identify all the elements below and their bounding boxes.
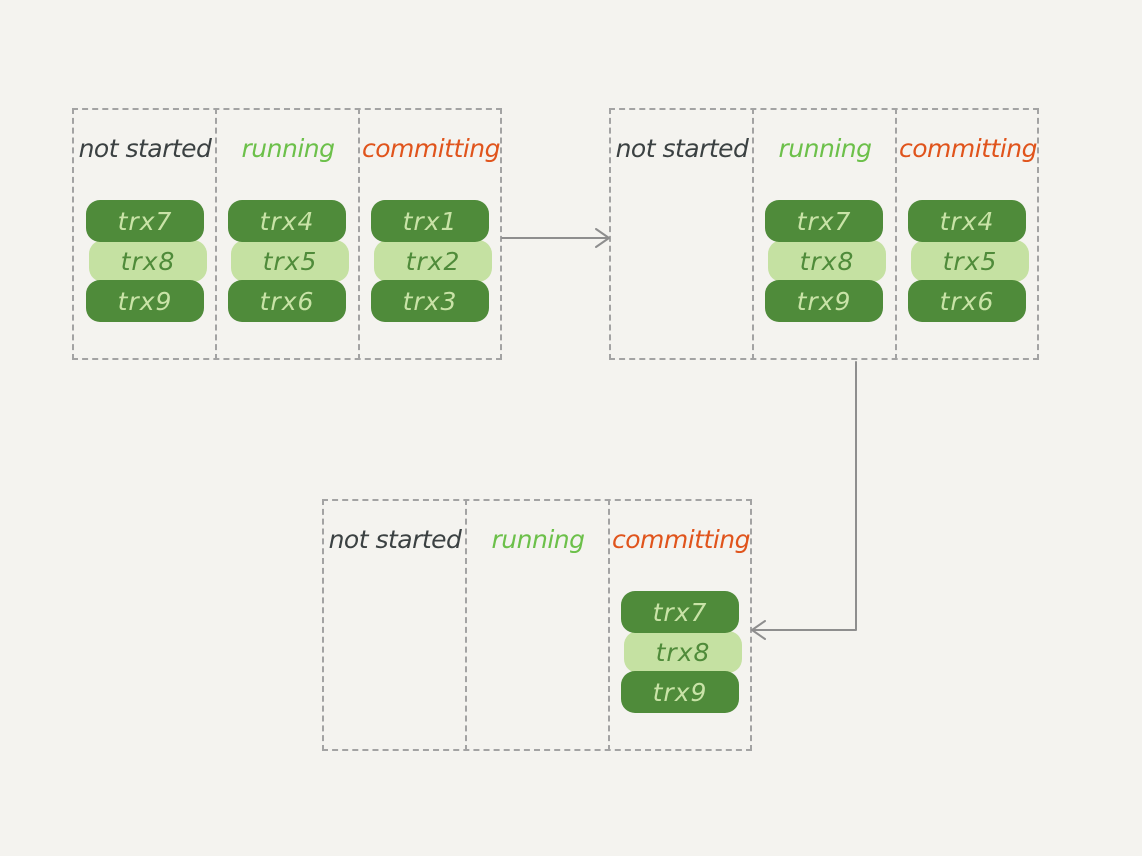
trx-block: trx5 xyxy=(911,240,1029,282)
trx-block: trx4 xyxy=(228,200,346,242)
column-divider xyxy=(215,108,217,360)
trx-block: trx8 xyxy=(624,631,742,673)
running-label: running xyxy=(778,134,872,163)
column-divider xyxy=(895,108,897,360)
trx-block: trx8 xyxy=(768,240,886,282)
not-started-label: not started xyxy=(328,525,462,554)
trx-block: trx9 xyxy=(86,280,204,322)
state-1-frame xyxy=(72,108,502,360)
trx-block: trx7 xyxy=(86,200,204,242)
committing-label: committing xyxy=(362,134,500,163)
running-label: running xyxy=(241,134,335,163)
trx-block: trx4 xyxy=(908,200,1026,242)
running-stack: trx4 trx5 trx6 xyxy=(228,200,349,322)
column-divider xyxy=(358,108,360,360)
trx-block: trx6 xyxy=(908,280,1026,322)
state-1-group: not started running committing trx7 trx8… xyxy=(72,108,502,360)
state-2-frame xyxy=(609,108,1039,360)
column-divider xyxy=(608,499,610,751)
committing-stack: trx4 trx5 trx6 xyxy=(908,200,1029,322)
not-started-label: not started xyxy=(78,134,212,163)
trx-block: trx2 xyxy=(374,240,492,282)
column-divider xyxy=(752,108,754,360)
arrow-state-2-to-state-3 xyxy=(751,361,857,640)
running-stack: trx7 trx8 trx9 xyxy=(765,200,886,322)
state-2-group: not started running committing trx7 trx8… xyxy=(609,108,1039,360)
trx-block: trx1 xyxy=(371,200,489,242)
not-started-stack: trx7 trx8 trx9 xyxy=(86,200,207,322)
not-started-label: not started xyxy=(615,134,749,163)
state-3-frame xyxy=(322,499,752,751)
trx-block: trx9 xyxy=(621,671,739,713)
committing-stack: trx7 trx8 trx9 xyxy=(621,591,742,713)
committing-label: committing xyxy=(899,134,1037,163)
state-3-group: not started running committing trx7 trx8… xyxy=(322,499,752,751)
trx-block: trx8 xyxy=(89,240,207,282)
trx-block: trx7 xyxy=(765,200,883,242)
trx-block: trx3 xyxy=(371,280,489,322)
committing-label: committing xyxy=(612,525,750,554)
column-divider xyxy=(465,499,467,751)
running-label: running xyxy=(491,525,585,554)
arrow-state-1-to-state-2 xyxy=(501,228,610,248)
trx-block: trx5 xyxy=(231,240,349,282)
trx-block: trx9 xyxy=(765,280,883,322)
trx-block: trx7 xyxy=(621,591,739,633)
trx-block: trx6 xyxy=(228,280,346,322)
committing-stack: trx1 trx2 trx3 xyxy=(371,200,492,322)
